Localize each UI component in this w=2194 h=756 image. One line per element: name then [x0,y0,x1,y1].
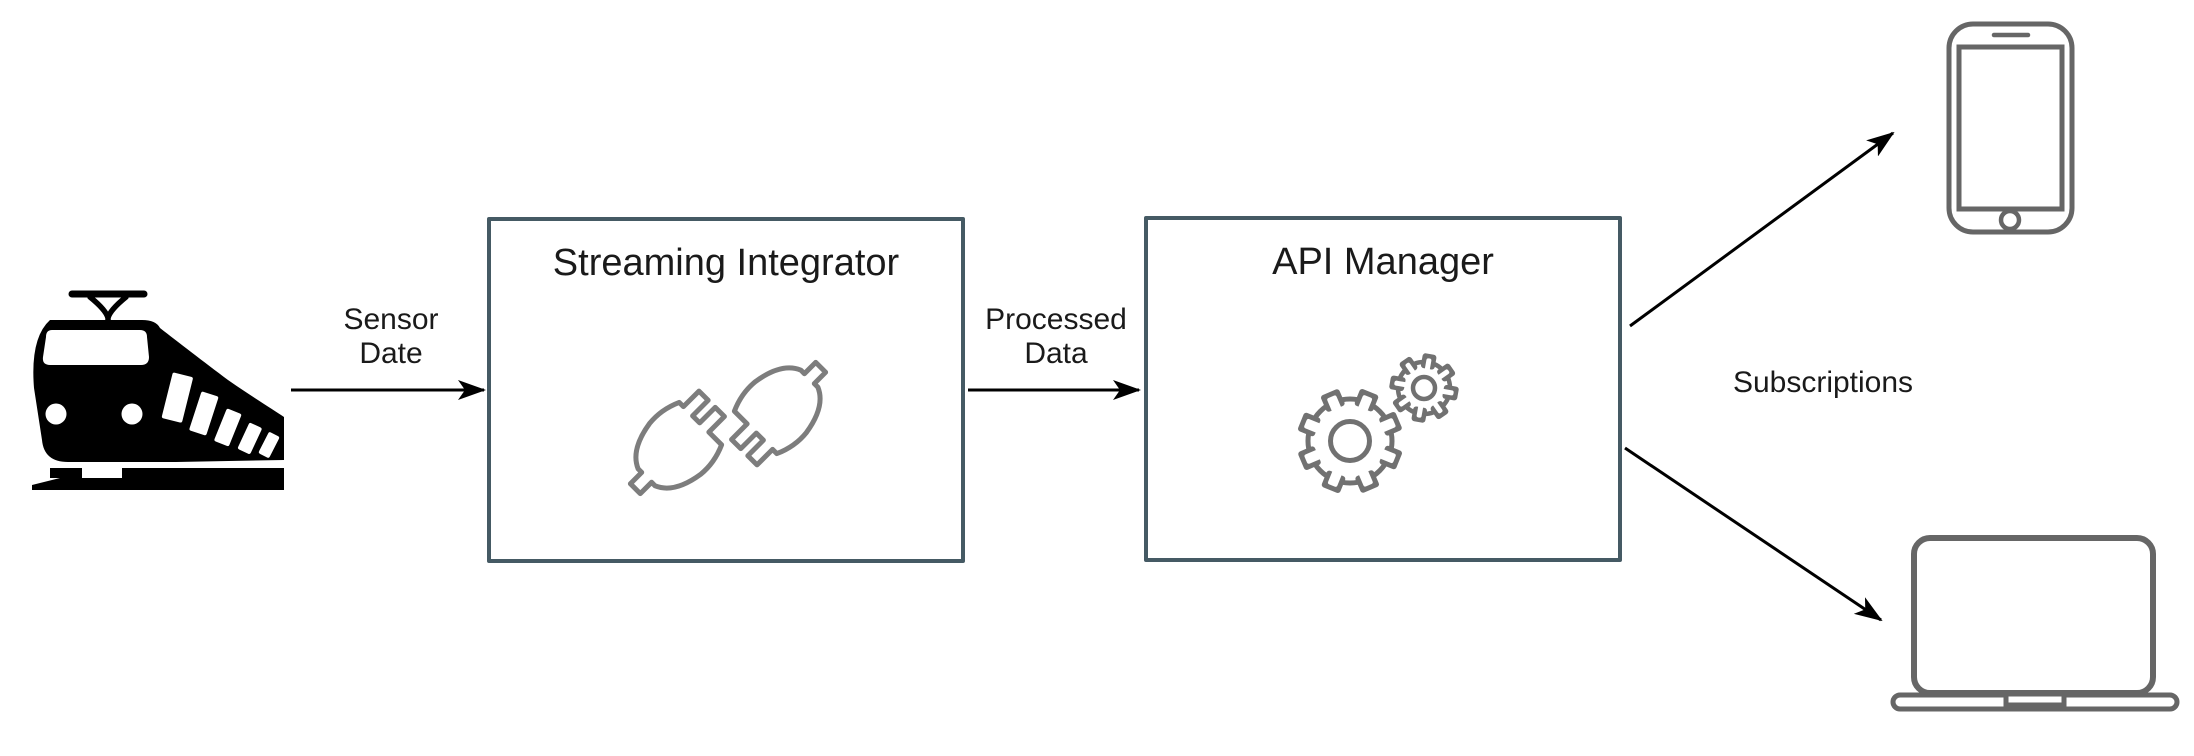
edge-label-processed-data: Processed Data [956,303,1156,371]
sensor-date-line2: Date [359,337,423,370]
gears-icon [1288,348,1472,502]
edge-label-subscriptions: Subscriptions [1723,366,1923,400]
train-icon [26,286,288,492]
node-streaming-integrator: Streaming Integrator [487,217,965,563]
processed-data-line2: Data [1024,337,1088,370]
subscriptions-text: Subscriptions [1732,366,1914,399]
sensor-date-line1: Sensor [343,303,439,336]
plug-connection-icon [612,350,844,514]
processed-data-line1: Processed [985,303,1127,336]
streaming-integrator-title: Streaming Integrator [552,242,900,284]
arrow-subscription-laptop [1624,446,1883,622]
arrow-subscription-phone [1629,131,1895,328]
node-api-manager: API Manager [1144,216,1622,562]
laptop-icon [1890,534,2180,716]
api-manager-title: API Manager [1272,241,1494,283]
edge-label-sensor-date: Sensor Date [291,303,491,371]
smartphone-icon [1946,21,2075,235]
